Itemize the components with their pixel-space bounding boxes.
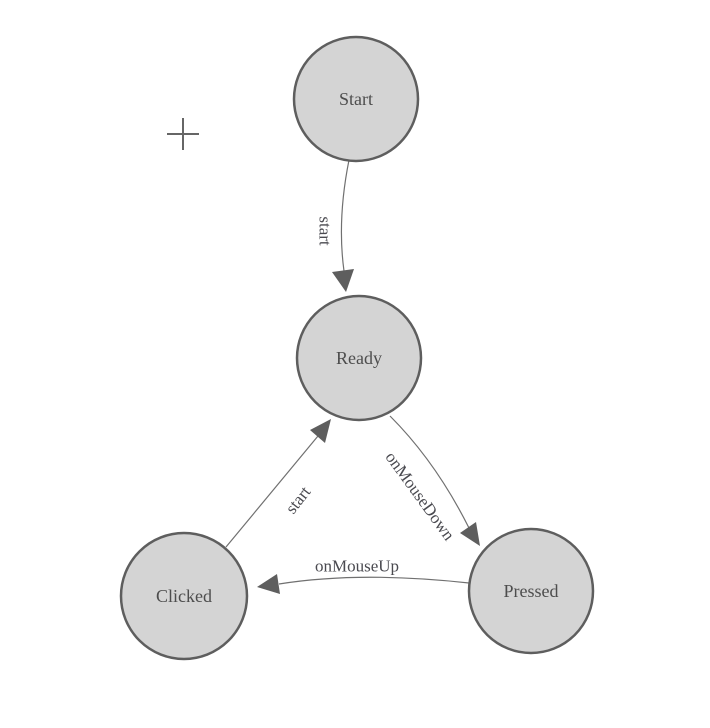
node-label-clicked: Clicked — [156, 586, 212, 606]
node-circle[interactable] — [295, 294, 423, 422]
node-circle[interactable] — [467, 527, 595, 655]
arrowhead-icon — [332, 269, 354, 292]
edge-line[interactable] — [278, 576, 470, 585]
edge-ready-to-pressed[interactable]: onMouseDown — [382, 415, 480, 546]
node-label-ready: Ready — [336, 348, 382, 368]
crosshair-icon — [167, 118, 199, 150]
node-label-start: Start — [339, 89, 373, 109]
node-circle[interactable] — [119, 531, 249, 661]
edge-start-to-ready[interactable]: start — [316, 159, 355, 292]
arrowhead-icon — [257, 574, 280, 594]
edge-clicked-to-ready[interactable]: start — [225, 419, 331, 548]
node-start[interactable]: Start — [292, 35, 420, 163]
edge-label-start-2: start — [282, 482, 315, 517]
edge-line[interactable] — [389, 415, 470, 529]
arrowhead-icon — [310, 419, 331, 443]
node-label-pressed: Pressed — [504, 581, 559, 601]
edge-pressed-to-clicked[interactable]: onMouseUp — [257, 557, 470, 595]
arrowhead-icon — [460, 522, 480, 546]
node-clicked[interactable]: Clicked — [119, 531, 249, 661]
edge-line[interactable] — [340, 159, 350, 272]
node-pressed[interactable]: Pressed — [467, 527, 595, 655]
node-ready[interactable]: Ready — [295, 294, 423, 422]
edge-label-onmouseup: onMouseUp — [315, 557, 399, 576]
node-circle[interactable] — [292, 35, 420, 163]
edge-line[interactable] — [225, 435, 319, 548]
edge-label-start: start — [316, 216, 335, 246]
edge-label-onmousedown: onMouseDown — [382, 448, 459, 544]
